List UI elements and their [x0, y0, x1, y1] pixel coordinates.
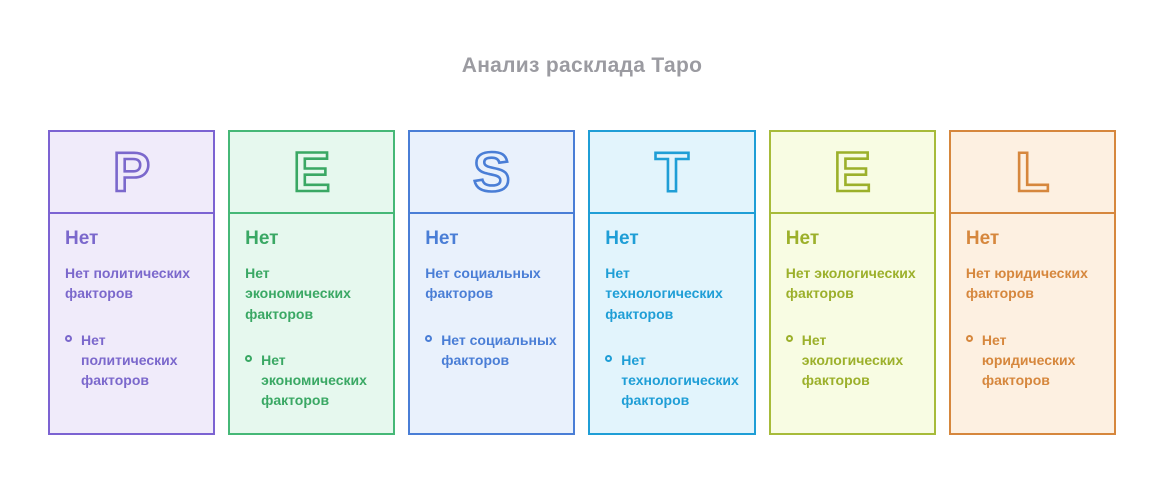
- page-title: Анализ расклада Таро: [461, 54, 703, 77]
- column-letter-header: S: [410, 132, 574, 214]
- column-letter-header: E: [230, 132, 394, 214]
- pestel-column-political: P Нет Нет политических факторов Нет поли…: [48, 130, 216, 435]
- column-bullet-list: Нет экологических факторов: [785, 330, 919, 391]
- bullet-text: Нет экологических факторов: [801, 331, 904, 389]
- column-body: Нет Нет социальных факторов Нет социальн…: [410, 214, 573, 384]
- pestel-column-ecological: E Нет Нет экологических факторов Нет эко…: [768, 130, 936, 435]
- letter-t: T: [654, 140, 691, 203]
- column-body: Нет Нет технологических факторов Нет тех…: [590, 214, 754, 425]
- bullet-text: Нет экономических факторов: [261, 351, 367, 409]
- bullet-icon: [245, 354, 253, 362]
- pestel-columns: P Нет Нет политических факторов Нет поли…: [48, 130, 1116, 435]
- list-item: Нет социальных факторов: [425, 330, 558, 371]
- column-letter-header: T: [590, 132, 754, 214]
- bullet-icon: [785, 334, 793, 342]
- column-heading: Нет: [965, 228, 1000, 249]
- column-body: Нет Нет юридических факторов Нет юридиче…: [951, 214, 1114, 404]
- column-heading: Нет: [785, 228, 820, 249]
- bullet-text: Нет технологических факторов: [621, 351, 739, 409]
- list-item: Нет юридических факторов: [965, 330, 1099, 391]
- list-item: Нет политических факторов: [65, 330, 198, 391]
- pestel-column-social: S Нет Нет социальных факторов Нет социал…: [408, 130, 576, 435]
- list-item: Нет экологических факторов: [785, 330, 919, 391]
- column-bullet-list: Нет юридических факторов: [965, 330, 1099, 391]
- column-heading: Нет: [65, 228, 99, 249]
- bullet-icon: [425, 334, 433, 342]
- column-heading: Нет: [605, 228, 639, 249]
- column-letter-header: E: [770, 132, 934, 214]
- column-letter-header: L: [950, 132, 1114, 214]
- column-heading: Нет: [245, 228, 279, 249]
- column-description: Нет экологических факторов: [785, 265, 916, 302]
- bullet-icon: [965, 334, 973, 342]
- column-bullet-list: Нет социальных факторов: [425, 330, 558, 371]
- pestel-column-legal: L Нет Нет юридических факторов Нет юриди…: [948, 130, 1116, 435]
- column-description: Нет технологических факторов: [605, 265, 723, 322]
- list-item: Нет экономических факторов: [245, 350, 378, 411]
- bullet-icon: [65, 334, 72, 342]
- column-bullet-list: Нет политических факторов: [65, 330, 198, 391]
- column-heading: Нет: [425, 228, 459, 249]
- bullet-text: Нет политических факторов: [81, 331, 178, 389]
- letter-l: L: [1014, 140, 1051, 203]
- column-bullet-list: Нет технологических факторов: [605, 350, 739, 411]
- list-item: Нет технологических факторов: [605, 350, 739, 411]
- bullet-text: Нет социальных факторов: [441, 331, 557, 368]
- column-description: Нет политических факторов: [65, 265, 190, 302]
- column-body: Нет Нет экологических факторов Нет эколо…: [771, 214, 934, 404]
- letter-p: P: [112, 140, 152, 203]
- pestel-column-technological: T Нет Нет технологических факторов Нет т…: [588, 130, 756, 435]
- column-body: Нет Нет экономических факторов Нет эконо…: [230, 214, 393, 425]
- letter-e-economic: E: [292, 140, 332, 203]
- bullet-icon: [605, 354, 613, 362]
- column-body: Нет Нет политических факторов Нет полити…: [50, 214, 213, 404]
- column-letter-header: P: [50, 132, 214, 214]
- letter-s: S: [472, 140, 512, 203]
- bullet-text: Нет юридических факторов: [981, 331, 1076, 389]
- column-description: Нет юридических факторов: [965, 265, 1088, 302]
- pestel-column-economic: E Нет Нет экономических факторов Нет эко…: [228, 130, 396, 435]
- letter-e-ecological: E: [832, 140, 872, 203]
- column-bullet-list: Нет экономических факторов: [245, 350, 378, 411]
- column-description: Нет социальных факторов: [425, 265, 541, 302]
- column-description: Нет экономических факторов: [245, 265, 351, 322]
